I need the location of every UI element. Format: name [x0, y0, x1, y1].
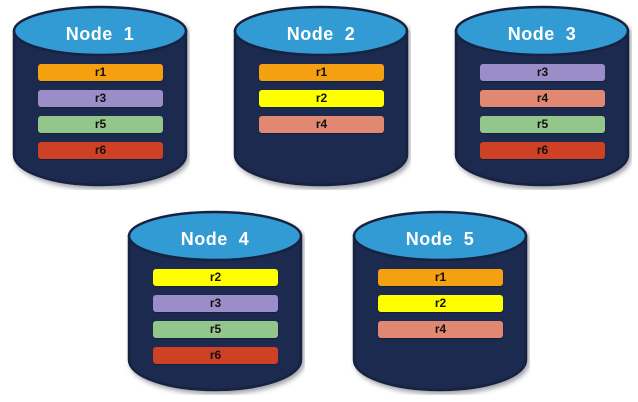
replica-item[interactable]: r2	[378, 295, 503, 312]
replica-item[interactable]: r5	[38, 116, 163, 133]
replica-item[interactable]: r4	[480, 90, 605, 107]
replica-list: r3 r4 r5 r6	[480, 64, 605, 159]
replica-item[interactable]: r5	[153, 321, 278, 338]
replica-item[interactable]: r3	[38, 90, 163, 107]
replica-item[interactable]: r5	[480, 116, 605, 133]
replica-list: r1 r3 r5 r6	[38, 64, 163, 159]
replica-item[interactable]: r1	[38, 64, 163, 81]
replica-list: r1 r2 r4	[378, 269, 503, 338]
replica-item[interactable]: r4	[378, 321, 503, 338]
replica-item[interactable]: r4	[259, 116, 384, 133]
replica-item[interactable]: r3	[480, 64, 605, 81]
replica-item[interactable]: r2	[259, 90, 384, 107]
replica-list: r2 r3 r5 r6	[153, 269, 278, 364]
replica-item[interactable]: r6	[38, 142, 163, 159]
replica-list: r1 r2 r4	[259, 64, 384, 133]
replica-item[interactable]: r6	[480, 142, 605, 159]
replica-item[interactable]: r6	[153, 347, 278, 364]
replica-item[interactable]: r2	[153, 269, 278, 286]
replica-item[interactable]: r3	[153, 295, 278, 312]
replica-item[interactable]: r1	[378, 269, 503, 286]
replica-item[interactable]: r1	[259, 64, 384, 81]
